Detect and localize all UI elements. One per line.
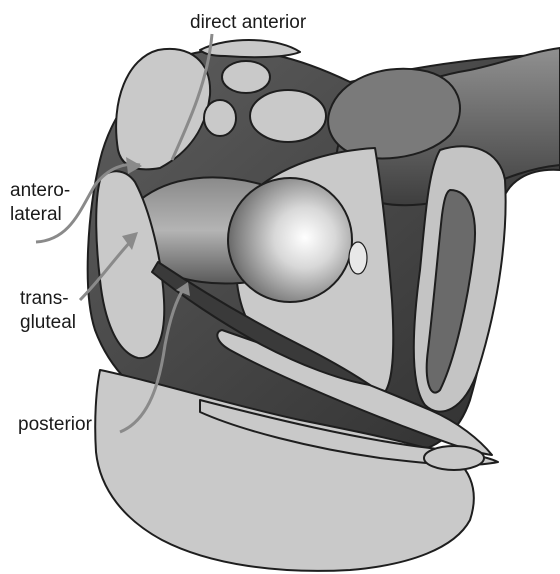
label-transgluteal-line2: gluteal (20, 312, 76, 333)
muscle-blob-1 (222, 61, 270, 93)
label-direct-anterior: direct anterior (190, 12, 307, 33)
fovea-highlight (349, 242, 367, 274)
label-posterior: posterior (18, 414, 93, 435)
hip-anatomy (88, 40, 560, 571)
muscle-blob-2 (250, 90, 326, 142)
label-anterolateral-line2: lateral (10, 204, 62, 225)
label-transgluteal-line1: trans- (20, 288, 69, 309)
femoral-head (228, 178, 352, 302)
label-anterolateral-line1: antero- (10, 180, 70, 201)
muscle-sliver-top (200, 40, 300, 57)
muscle-blob-3 (204, 100, 236, 136)
tendon-end (424, 446, 484, 470)
